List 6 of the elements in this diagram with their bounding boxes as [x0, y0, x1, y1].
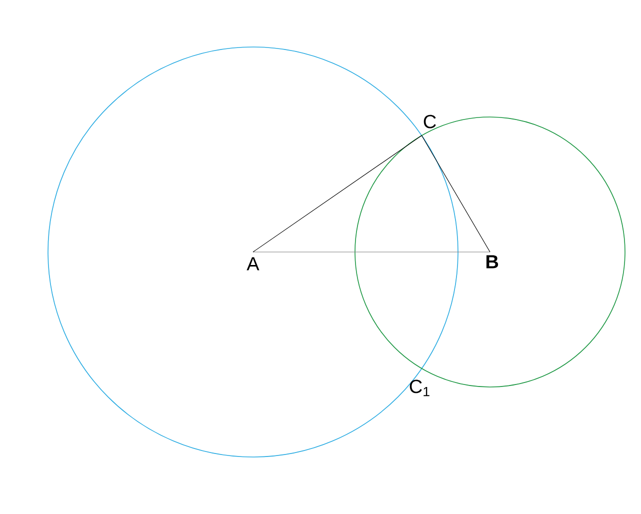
triangle-side [421, 135, 490, 252]
point-label: C [424, 114, 436, 128]
point-label: C$_{1}$ [410, 380, 430, 396]
point-label: B [486, 255, 498, 268]
triangle-side [252, 135, 422, 252]
point-label: A [246, 257, 260, 270]
